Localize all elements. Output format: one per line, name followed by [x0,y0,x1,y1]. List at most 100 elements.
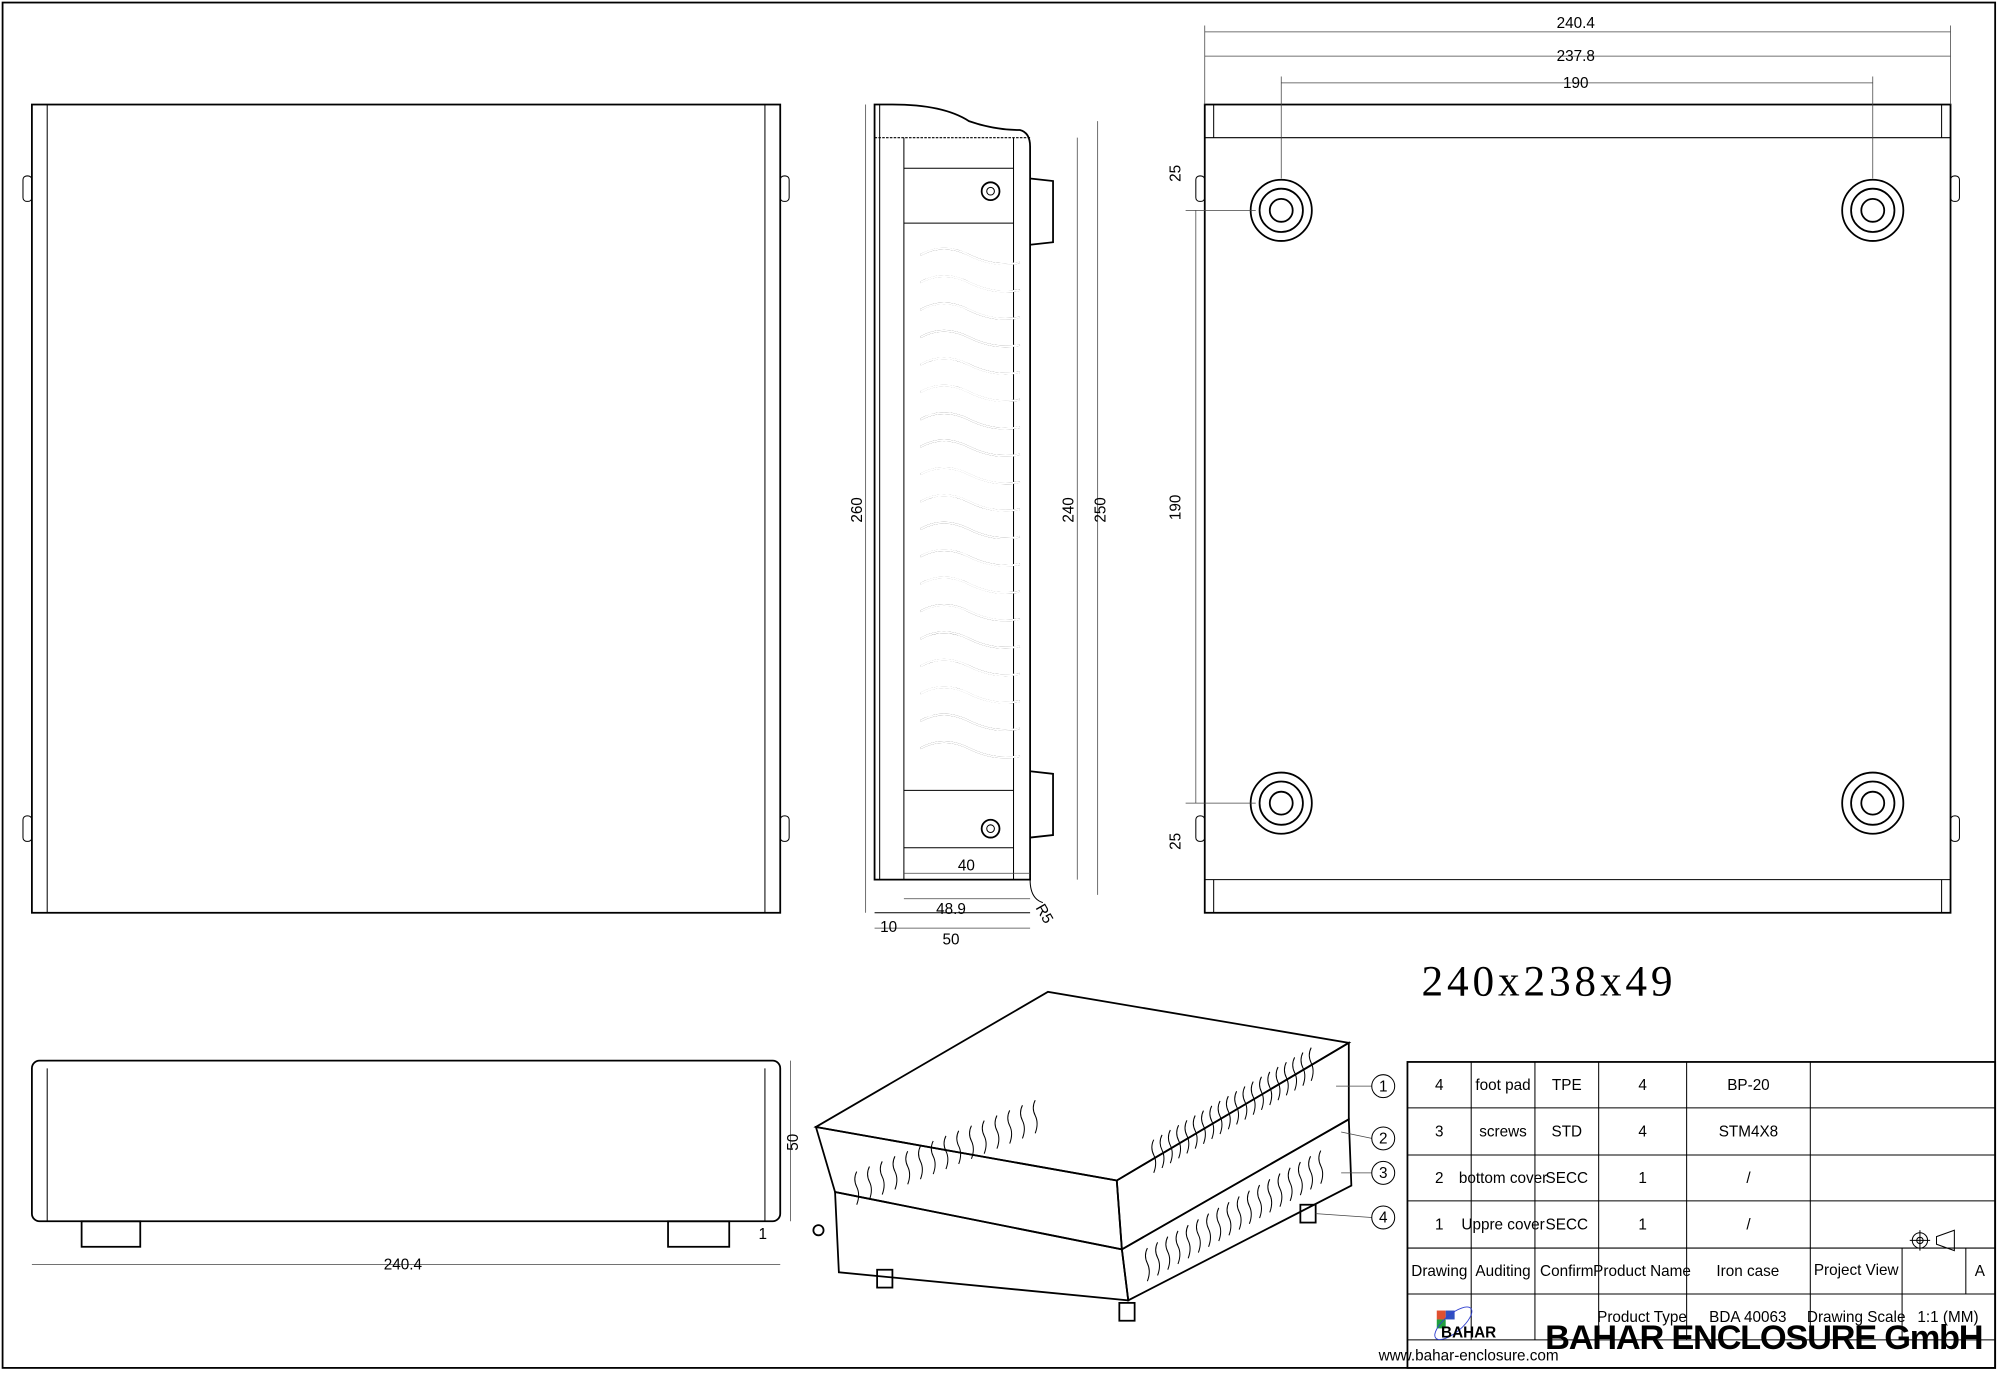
drawing-label: Drawing [1411,1263,1467,1280]
part-code-cell: STM4X8 [1719,1124,1778,1141]
project-view-symbol: A [1975,1263,1986,1280]
part-qty-cell: 1 [1638,1217,1647,1234]
part-qty-cell: 1 [1638,1170,1647,1187]
iso-slot [1287,1167,1293,1202]
part-material-cell: TPE [1552,1077,1582,1094]
dim-237-8: 237.8 [1557,48,1595,65]
bahar-logo: BAHAR [1434,1306,1496,1341]
logo-text: BAHAR [1441,1324,1496,1341]
iso-slot [1020,1105,1025,1139]
product-name-value: Iron case [1716,1263,1779,1280]
product-name-label: Product Name [1593,1263,1691,1280]
company-name: BAHAR ENCLOSURE GmbH [1545,1319,1984,1357]
iso-slot [1267,1071,1273,1106]
ventilation-slots [919,247,1021,759]
side-section-view [873,103,1054,914]
dim-190-horizontal: 190 [1563,75,1589,92]
iso-slot [1283,1061,1289,1096]
part-name-cell: Uppre cover [1461,1217,1544,1234]
iso-slot [1151,1139,1157,1174]
drawing-scale-value: 1:1 (MM) [1917,1309,1978,1326]
website-text: www.bahar-enclosure.com [1378,1347,1559,1364]
iso-slot [1167,1129,1173,1164]
drawing-scale-label: Drawing Scale [1807,1309,1906,1326]
iso-slot [1032,1099,1038,1134]
iso-slot [1184,1120,1190,1154]
iso-slot [994,1115,1000,1149]
iso-slot [1185,1224,1191,1259]
iso-slot [1259,1076,1264,1111]
overall-size-label: 240x238x49 [1422,958,1677,1006]
iso-slot [1225,1095,1231,1130]
iso-slot [892,1156,898,1190]
projection-symbol-icon [1909,1229,1955,1252]
part-material-cell: SECC [1546,1170,1588,1187]
iso-slot [1155,1242,1161,1276]
iso-slot [956,1130,962,1165]
project-view-label: Project View [1814,1262,1900,1279]
bottom-view-dimensions: 240.4 237.8 190 190 25 25 [1168,15,1951,850]
dim-40: 40 [958,858,975,875]
iso-slot [943,1135,949,1170]
part-name-cell: screws [1479,1124,1527,1141]
dim-25-bottom: 25 [1168,833,1185,850]
iso-slot [1300,1052,1306,1086]
dim-front-1: 1 [759,1226,768,1243]
screw-icon [812,1224,825,1237]
side-view-dimensions: 260 240 250 40 48.9 R5 10 50 [849,104,1109,949]
part-material-cell: SECC [1546,1217,1588,1234]
iso-slot [1007,1110,1013,1144]
iso-slot [1292,1057,1298,1091]
dim-50: 50 [943,932,960,949]
iso-slot [1175,1230,1181,1265]
iso-slot [1308,1047,1314,1081]
callout-number: 4 [1379,1210,1388,1227]
iso-slot [1206,1213,1211,1247]
top-view [22,103,790,914]
iso-slot [1234,1091,1240,1125]
iso-slot [1275,1066,1281,1101]
dim-25-top: 25 [1168,165,1185,182]
iso-slot [969,1125,974,1160]
iso-slot [1216,1207,1222,1242]
foot-pad-icon [1249,178,1313,242]
iso-slot [1217,1100,1223,1135]
foot-pad-icon [1249,771,1313,835]
product-type-label: Product Type [1597,1309,1687,1326]
iso-slot [1242,1086,1248,1120]
dim-r5: R5 [1032,901,1056,926]
iso-slot [930,1140,936,1175]
dim-240: 240 [1060,497,1077,523]
iso-slot [1277,1173,1283,1207]
auditing-label: Auditing [1475,1263,1530,1280]
dim-10: 10 [880,919,897,936]
dim-front-50: 50 [785,1134,802,1151]
iso-slot [981,1120,987,1154]
iso-slot [1257,1184,1262,1219]
bottom-view [1195,103,1960,914]
callout-number: 2 [1379,1131,1388,1148]
part-name-cell: foot pad [1475,1077,1530,1094]
callout-circle [1371,1074,1396,1099]
dim-260: 260 [849,497,866,523]
iso-slot [1192,1115,1198,1149]
part-code-cell: / [1746,1170,1751,1187]
iso-slot [1165,1236,1171,1270]
part-no-cell: 1 [1435,1217,1444,1234]
callout-number: 1 [1379,1078,1388,1095]
iso-slot [1226,1201,1232,1236]
dim-190-vertical: 190 [1168,495,1185,521]
iso-slot [854,1171,860,1205]
part-material-cell: STD [1552,1124,1583,1141]
part-no-cell: 4 [1435,1077,1444,1094]
iso-slot [1236,1196,1242,1230]
dim-250: 250 [1092,497,1109,523]
isometric-view [812,990,1353,1322]
product-type-value: BDA 40063 [1709,1309,1786,1326]
part-qty-cell: 4 [1638,1124,1647,1141]
iso-slot [1297,1161,1303,1196]
